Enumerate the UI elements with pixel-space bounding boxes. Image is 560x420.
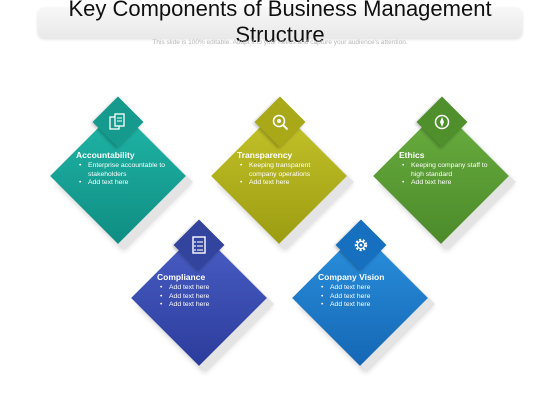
card-content: Compliance Add text here Add text here A… (157, 272, 253, 310)
card-bullet: Add text here (321, 284, 414, 293)
card-title: Transparency (237, 150, 293, 160)
card-bullet: Add text here (160, 293, 253, 302)
documents-icon (109, 113, 125, 130)
card-content: Accountability Enterprise accountable to… (76, 150, 172, 188)
transparency-badge (254, 96, 306, 148)
card-title: Company Vision (318, 272, 385, 282)
card-company-vision: Company Vision Add text here Add text he… (292, 230, 435, 372)
title-bar (38, 8, 522, 38)
gear-icon (354, 238, 368, 252)
magnifier-icon (272, 114, 289, 131)
card-compliance: Compliance Add text here Add text here A… (131, 230, 274, 372)
card-bullet: Add text here (240, 179, 333, 188)
card-title: Accountability (76, 150, 135, 160)
card-bullet: Enterprise accountable to stakeholders (79, 162, 172, 179)
ethics-badge (416, 96, 468, 148)
card-bullet: Add text here (402, 179, 495, 188)
page-subtitle: This slide is 100% editable. Adapt it to… (152, 39, 408, 46)
card-bullet: Keeping transparent company operations (240, 162, 333, 179)
card-bullet: Add text here (160, 301, 253, 310)
card-content: Company Vision Add text here Add text he… (318, 272, 414, 310)
card-bullet: Add text here (79, 179, 172, 188)
card-bullet: Keeping company staff to high standard (402, 162, 495, 179)
card-title: Ethics (399, 150, 425, 160)
card-bullet: Add text here (160, 284, 253, 293)
checklist-icon (192, 236, 206, 254)
accountability-badge (92, 96, 144, 148)
card-content: Transparency Keeping transparent company… (237, 150, 333, 188)
card-bullet: Add text here (321, 301, 414, 310)
company-vision-badge (335, 219, 387, 271)
card-transparency: Transparency Keeping transparent company… (211, 108, 354, 250)
card-title: Compliance (157, 272, 206, 282)
card-ethics: Ethics Keeping company staff to high sta… (373, 108, 516, 250)
compass-icon (434, 114, 450, 130)
card-accountability: Accountability Enterprise accountable to… (50, 108, 193, 250)
compliance-badge (173, 219, 225, 271)
page-title: Key Components of Business Management St… (68, 0, 492, 47)
card-bullet: Add text here (321, 293, 414, 302)
card-content: Ethics Keeping company staff to high sta… (399, 150, 495, 188)
